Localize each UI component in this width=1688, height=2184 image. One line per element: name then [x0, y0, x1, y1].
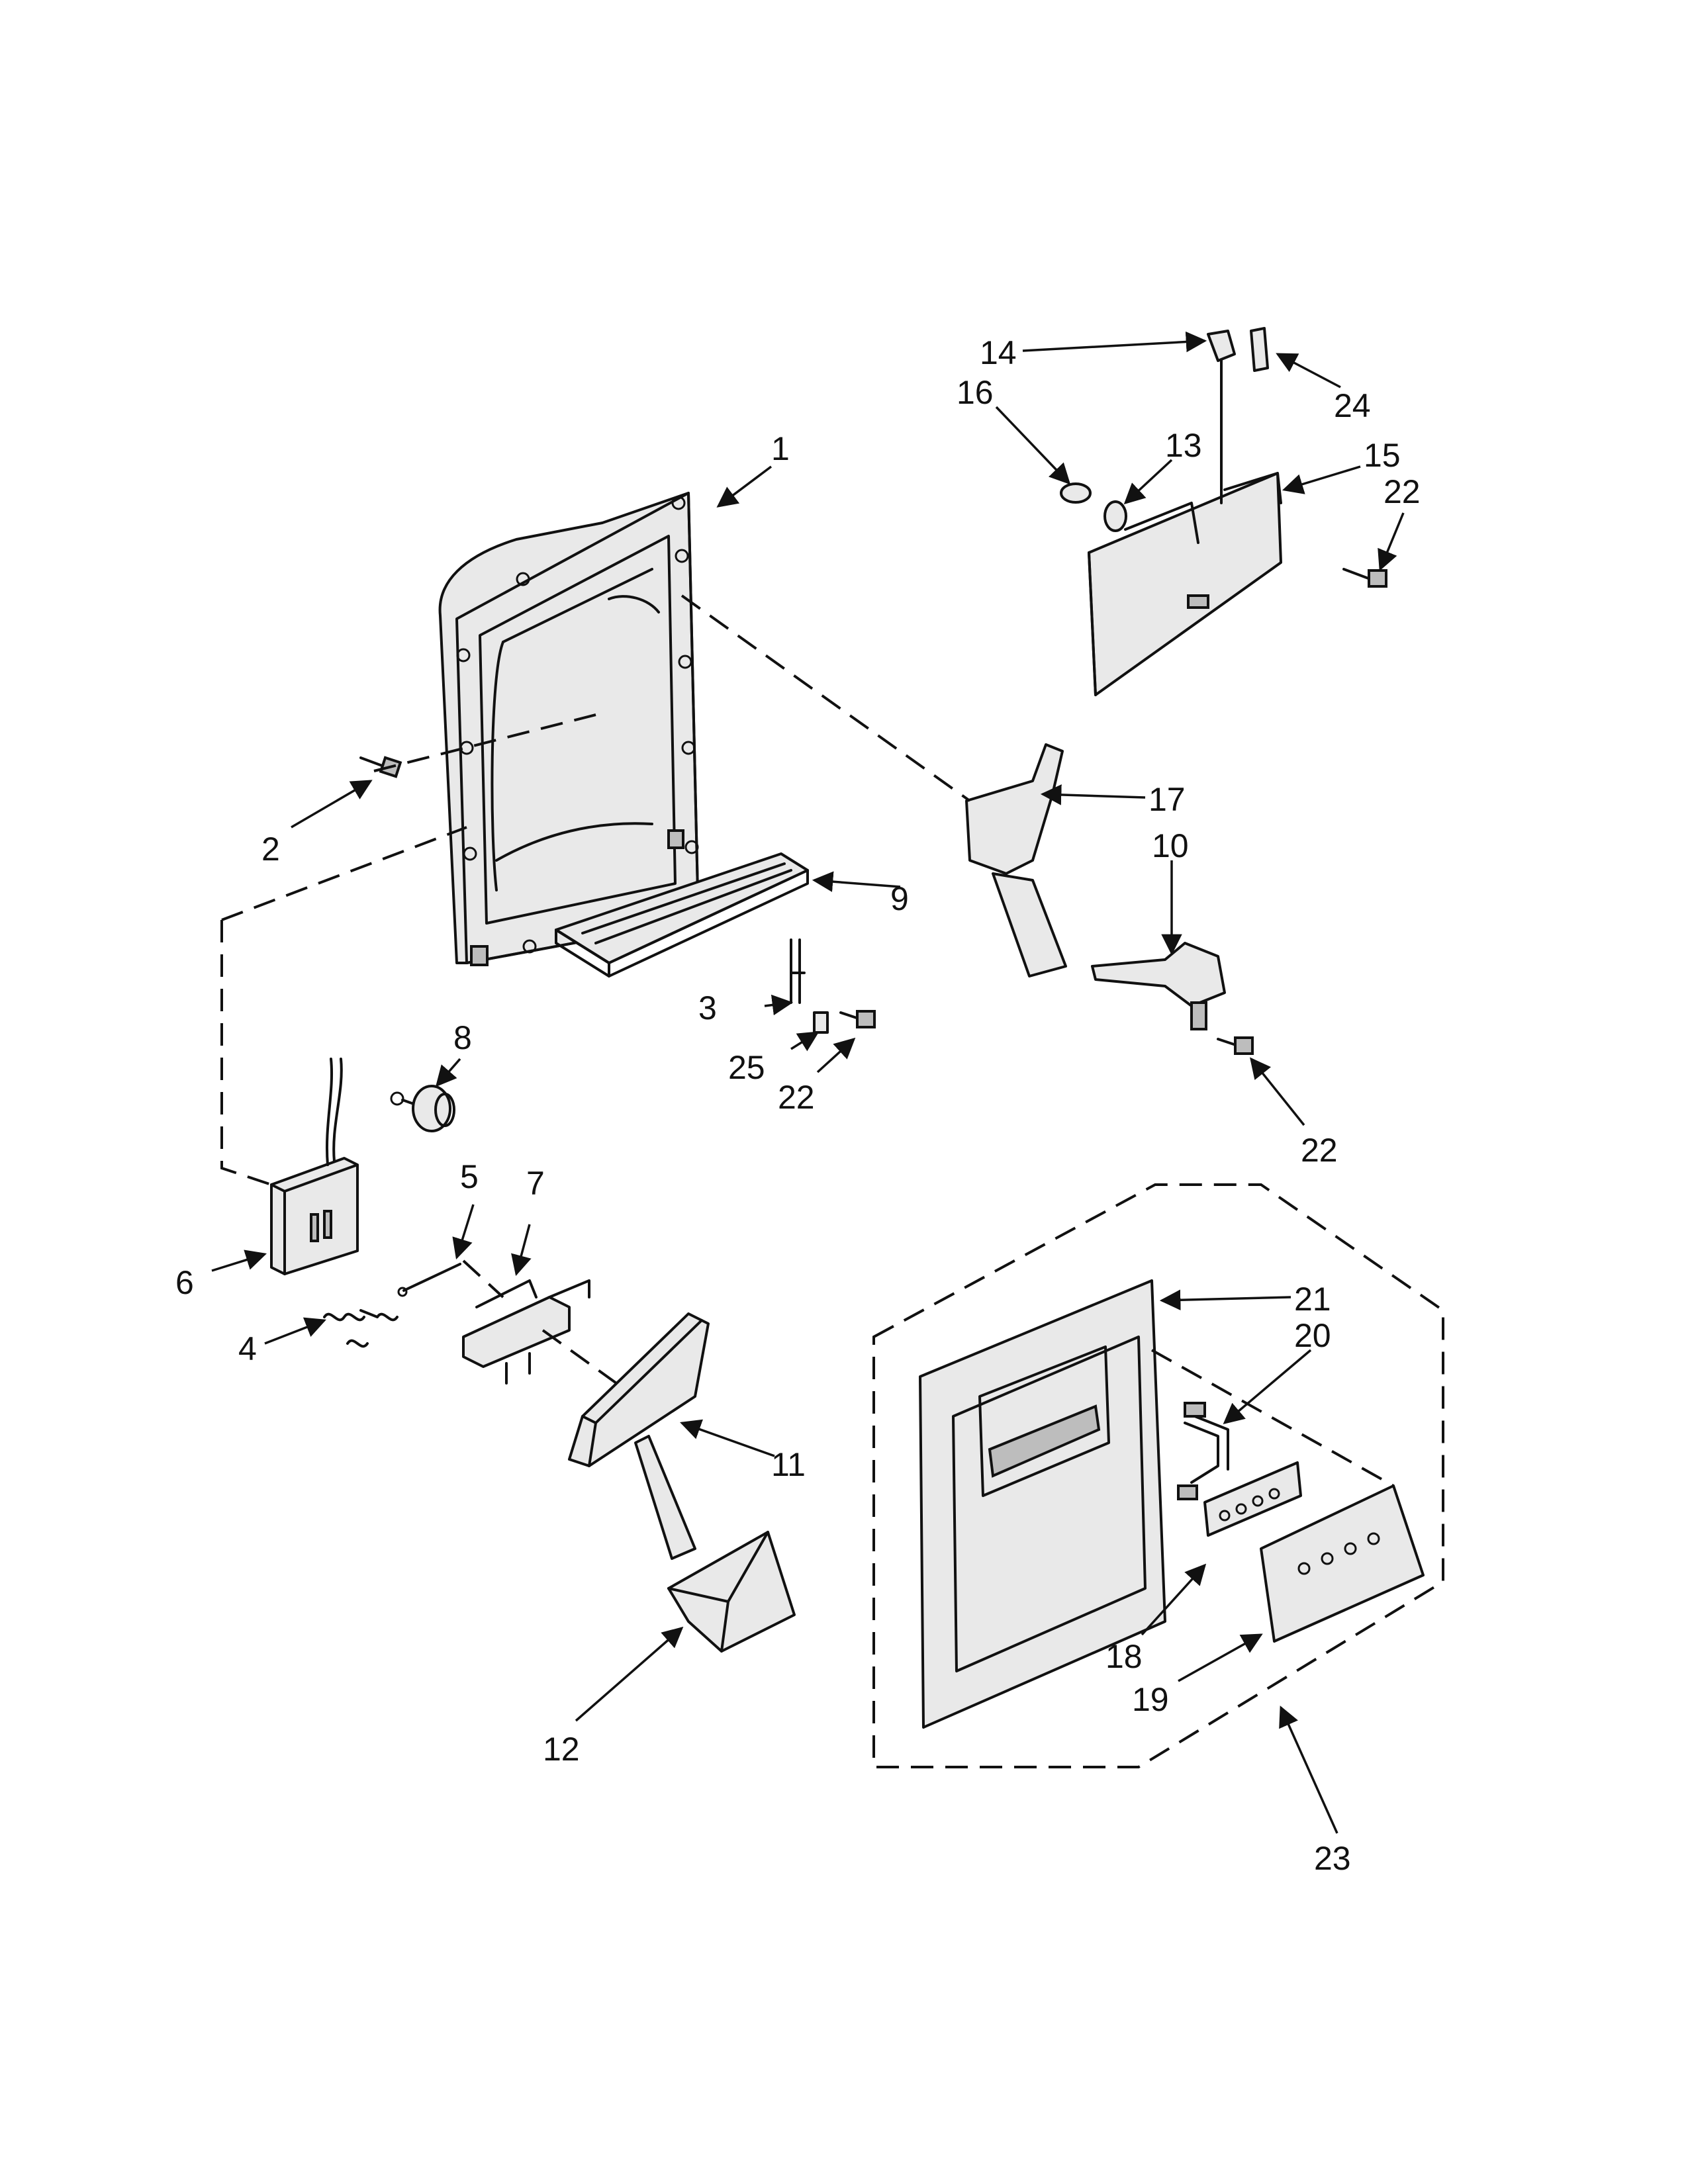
callout-5: 5 [460, 1158, 479, 1195]
callout-labels: 1 2 3 4 5 6 7 8 9 10 11 12 13 14 15 16 1… [175, 334, 1421, 1877]
callout-14: 14 [980, 334, 1017, 371]
part-13-lamp-socket [1103, 500, 1127, 532]
callout-19: 19 [1132, 1681, 1169, 1718]
callout-3: 3 [698, 989, 717, 1026]
part-11-chute-lever [568, 1312, 710, 1560]
part-22-screw-upper-right [1342, 568, 1387, 588]
callout-15: 15 [1364, 437, 1401, 474]
callout-9: 9 [890, 880, 909, 917]
callout-25: 25 [728, 1049, 765, 1086]
part-22-screw-lower-left [839, 1010, 876, 1028]
connection-lines [220, 594, 1394, 1487]
callout-2: 2 [261, 831, 280, 868]
callout-17: 17 [1149, 781, 1186, 818]
callout-23: 23 [1314, 1840, 1351, 1877]
part-10-lever-arm [1091, 942, 1226, 1030]
part-5-pin [397, 1263, 461, 1297]
part-15-bracket [1088, 472, 1282, 696]
callout-11: 11 [771, 1446, 806, 1483]
callout-16: 16 [957, 374, 994, 411]
callout-12: 12 [543, 1731, 580, 1768]
callout-10: 10 [1152, 827, 1189, 864]
callout-4: 4 [238, 1330, 257, 1367]
callout-8: 8 [453, 1019, 472, 1056]
callout-6: 6 [175, 1264, 194, 1301]
part-24-insulator [1250, 327, 1269, 372]
part-1-dispenser-housing [438, 492, 700, 966]
callout-21: 21 [1294, 1281, 1331, 1318]
part-17-lever [965, 743, 1067, 978]
callout-1: 1 [771, 430, 790, 467]
part-3-clip [790, 938, 806, 1004]
part-14-switch [1207, 330, 1236, 504]
leader-lines [211, 331, 1405, 1834]
part-12-ice-cup [667, 1531, 796, 1653]
part-18-control-board [1203, 1461, 1302, 1537]
callout-22-lower-left: 22 [778, 1079, 815, 1116]
part-23-assembly-outline [872, 1183, 1444, 1768]
part-25-shim [813, 1011, 829, 1034]
part-22-screw-right [1217, 1036, 1254, 1055]
callout-22-upper-right: 22 [1383, 473, 1421, 510]
part-16-lamp-bulb [1060, 482, 1092, 504]
part-9-drip-tray [555, 852, 809, 978]
callout-7: 7 [526, 1165, 545, 1202]
part-4-springs [323, 1309, 399, 1348]
part-21-front-panel [919, 1279, 1166, 1729]
callout-22-right: 22 [1301, 1132, 1338, 1169]
callout-24: 24 [1334, 387, 1371, 424]
part-20-wire-harness [1177, 1402, 1229, 1500]
part-19-control-bezel [1260, 1484, 1425, 1643]
part-7-actuator [462, 1279, 590, 1385]
callout-20: 20 [1294, 1317, 1331, 1354]
part-6-solenoid-coil [270, 1058, 359, 1275]
callout-13: 13 [1165, 427, 1202, 464]
part-8-solenoid [390, 1085, 455, 1132]
callout-18: 18 [1105, 1638, 1143, 1675]
